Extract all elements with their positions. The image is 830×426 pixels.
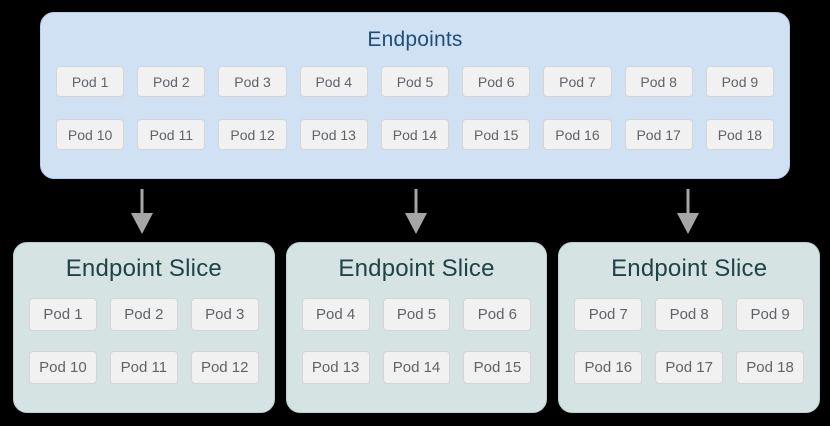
pod-box: Pod 9	[705, 66, 774, 97]
pod-box: Pod 18	[736, 351, 805, 384]
endpoint-slice-box: Endpoint Slice Pod 7 Pod 8 Pod 9 Pod 16 …	[558, 242, 821, 413]
pod-box: Pod 11	[109, 351, 178, 384]
pod-box: Pod 9	[736, 298, 805, 331]
down-arrow-icon	[130, 189, 154, 234]
pod-box: Pod 13	[299, 119, 368, 150]
pod-box: Pod 3	[218, 66, 287, 97]
pod-box: Pod 15	[463, 351, 532, 384]
slice-pod-grid: Pod 4 Pod 5 Pod 6 Pod 13 Pod 14 Pod 15	[287, 298, 547, 384]
pod-box: Pod 7	[574, 298, 643, 331]
pod-box: Pod 8	[624, 66, 693, 97]
pod-box: Pod 14	[382, 351, 451, 384]
pod-box: Pod 16	[574, 351, 643, 384]
endpoint-slice-box: Endpoint Slice Pod 1 Pod 2 Pod 3 Pod 10 …	[13, 242, 275, 413]
pod-box: Pod 12	[190, 351, 259, 384]
pod-box: Pod 4	[301, 298, 370, 331]
pod-box: Pod 16	[543, 119, 612, 150]
slice-pod-grid: Pod 1 Pod 2 Pod 3 Pod 10 Pod 11 Pod 12	[14, 298, 274, 384]
pod-box: Pod 10	[29, 351, 97, 384]
endpoints-title: Endpoints	[367, 28, 463, 51]
pod-box: Pod 10	[56, 119, 125, 150]
pod-box: Pod 8	[655, 298, 724, 331]
endpoints-box: Endpoints Pod 1 Pod 2 Pod 3 Pod 4 Pod 5 …	[40, 12, 790, 179]
endpoint-slices-row: Endpoint Slice Pod 1 Pod 2 Pod 3 Pod 10 …	[13, 242, 821, 413]
pod-box: Pod 12	[218, 119, 287, 150]
pod-box: Pod 15	[462, 119, 531, 150]
slice-pod-grid: Pod 7 Pod 8 Pod 9 Pod 16 Pod 17 Pod 18	[559, 298, 819, 384]
pod-box: Pod 5	[380, 66, 450, 97]
pod-box: Pod 6	[462, 66, 531, 97]
pod-box: Pod 5	[382, 298, 451, 331]
pod-box: Pod 1	[29, 298, 97, 331]
pod-box: Pod 4	[299, 66, 368, 97]
pod-box: Pod 13	[301, 351, 370, 384]
endpoint-slice-title: Endpoint Slice	[611, 255, 768, 282]
endpoints-pod-grid: Pod 1 Pod 2 Pod 3 Pod 4 Pod 5 Pod 6 Pod …	[41, 66, 789, 150]
down-arrow-icon	[676, 189, 700, 234]
endpoint-slice-box: Endpoint Slice Pod 4 Pod 5 Pod 6 Pod 13 …	[285, 242, 548, 413]
endpoint-slice-title: Endpoint Slice	[338, 255, 495, 282]
pod-box: Pod 18	[705, 119, 774, 150]
pod-box: Pod 2	[109, 298, 178, 331]
endpoint-slice-title: Endpoint Slice	[65, 255, 222, 282]
down-arrow-icon	[404, 189, 428, 234]
pod-box: Pod 1	[56, 66, 125, 97]
pod-box: Pod 11	[137, 119, 206, 150]
pod-box: Pod 6	[463, 298, 532, 331]
pod-box: Pod 17	[624, 119, 693, 150]
pod-box: Pod 17	[655, 351, 724, 384]
pod-box: Pod 2	[137, 66, 206, 97]
pod-box: Pod 14	[380, 119, 450, 150]
pod-box: Pod 3	[190, 298, 259, 331]
pod-box: Pod 7	[543, 66, 612, 97]
